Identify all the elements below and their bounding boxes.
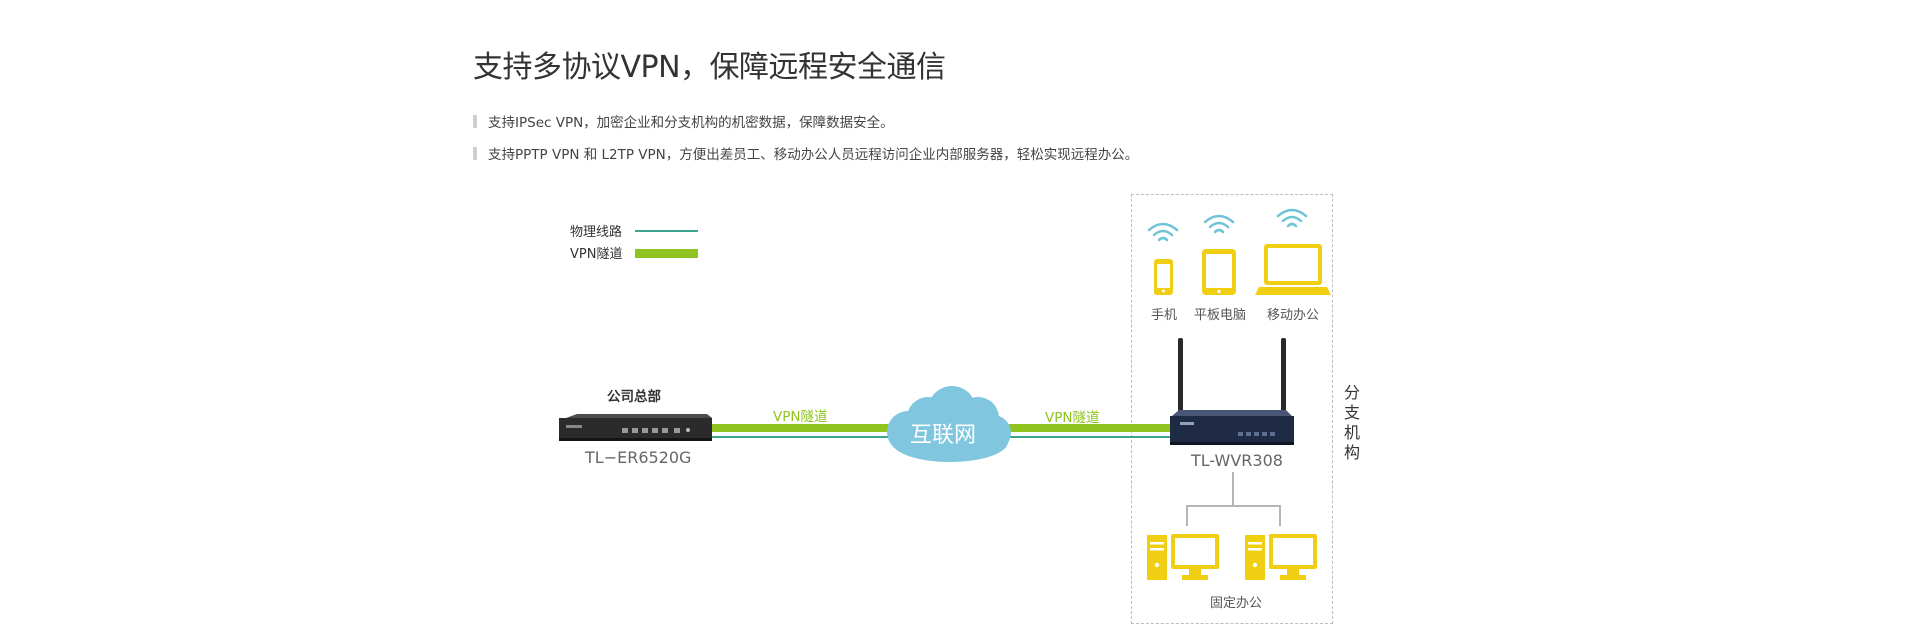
feature-bullet-ipsec: 支持IPSec VPN，加密企业和分支机构的机密数据，保障数据安全。 bbox=[473, 111, 894, 131]
wifi-icon-phone bbox=[1147, 222, 1179, 242]
mobile-office-label: 移动办公 bbox=[1267, 308, 1320, 323]
tablet-icon bbox=[1202, 249, 1236, 295]
tablet-label: 平板电脑 bbox=[1194, 308, 1247, 323]
phone-icon bbox=[1154, 259, 1173, 295]
desktop-computer-icon-2 bbox=[1245, 534, 1317, 580]
legend-vpn-label: VPN隧道 bbox=[570, 247, 623, 262]
vpn-tunnel-left bbox=[712, 424, 892, 432]
hq-label: 公司总部 bbox=[607, 389, 661, 405]
legend-vpn-tunnel: VPN隧道 bbox=[570, 243, 698, 262]
vpn-tunnel-label-right: VPN隧道 bbox=[1045, 410, 1100, 426]
phone-label: 手机 bbox=[1151, 308, 1178, 323]
feature-text-ipsec: 支持IPSec VPN，加密企业和分支机构的机密数据，保障数据安全。 bbox=[488, 115, 894, 131]
legend-vpn-swatch bbox=[635, 249, 698, 258]
wifi-icon-tablet bbox=[1203, 214, 1235, 234]
hq-model-label: TL−ER6520G bbox=[585, 448, 692, 467]
page-title: 支持多协议VPN，保障远程安全通信 bbox=[473, 50, 946, 85]
vpn-tunnel-label-left: VPN隧道 bbox=[773, 409, 828, 425]
legend-physical-line: 物理线路 bbox=[570, 221, 698, 240]
bullet-marker bbox=[473, 146, 477, 160]
fixed-office-connection bbox=[1186, 472, 1281, 526]
branch-router-icon bbox=[1170, 338, 1294, 445]
internet-label: 互联网 bbox=[910, 423, 977, 448]
internet-cloud-icon bbox=[887, 386, 1011, 462]
legend-physical-label: 物理线路 bbox=[570, 225, 623, 240]
desktop-computer-icon-1 bbox=[1147, 534, 1219, 580]
feature-text-pptp: 支持PPTP VPN 和 L2TP VPN，方便出差员工、移动办公人员远程访问企… bbox=[488, 147, 1139, 163]
vpn-tunnel-right bbox=[1000, 424, 1172, 432]
feature-bullet-pptp: 支持PPTP VPN 和 L2TP VPN，方便出差员工、移动办公人员远程访问企… bbox=[473, 143, 1138, 163]
branch-model-label: TL-WVR308 bbox=[1191, 451, 1283, 470]
branch-office-label: 分支机构 bbox=[1343, 383, 1360, 462]
fixed-office-label: 固定办公 bbox=[1210, 596, 1263, 611]
laptop-icon bbox=[1255, 244, 1331, 295]
physical-line-right bbox=[1000, 436, 1172, 438]
wifi-icon-laptop bbox=[1276, 208, 1308, 228]
bullet-marker bbox=[473, 114, 477, 128]
legend-physical-swatch bbox=[635, 230, 698, 232]
hq-router-icon bbox=[559, 414, 712, 441]
physical-line-left bbox=[712, 436, 892, 438]
branch-office-box bbox=[1131, 194, 1333, 624]
